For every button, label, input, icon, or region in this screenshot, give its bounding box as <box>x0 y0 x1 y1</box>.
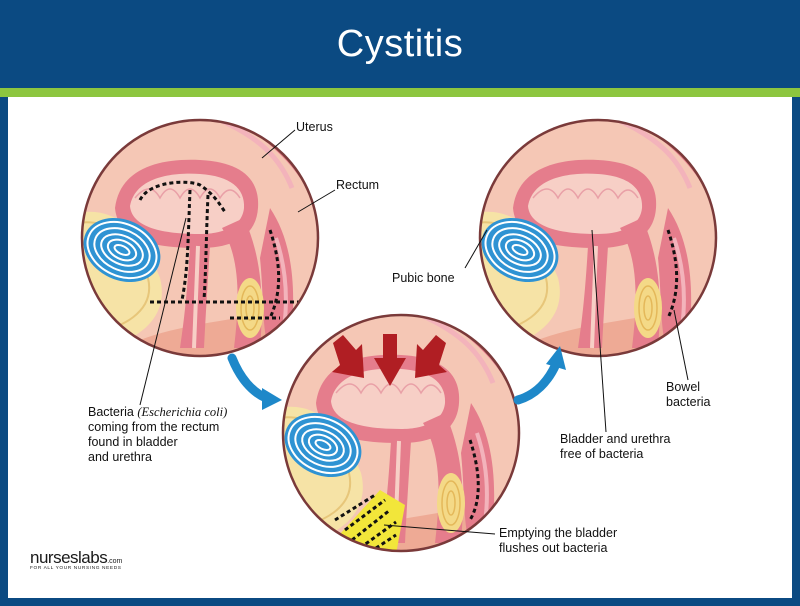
label-free-line2: free of bacteria <box>560 447 644 461</box>
pressure-arrow-right <box>415 335 447 378</box>
anatomy-circle-free <box>478 118 718 358</box>
label-pubic-bone: Pubic bone <box>392 271 455 285</box>
label-ecoli-italic: (Escherichia coli) <box>137 405 228 419</box>
label-flush-line1: Emptying the bladder <box>499 526 618 540</box>
label-bowel-bacteria: Bowel bacteria <box>666 380 710 410</box>
header-bar: Cystitis <box>0 0 800 88</box>
accent-stripe <box>0 88 800 97</box>
nurseslabs-logo: nurseslabs.com FOR ALL YOUR NURSING NEED… <box>30 548 122 571</box>
logo-name: nurseslabs <box>30 548 108 567</box>
label-bowel-line2: bacteria <box>666 395 711 409</box>
leader-lines <box>139 129 689 535</box>
flow-arrow-1-icon <box>227 353 271 403</box>
label-free-line1: Bladder and urethra <box>560 432 671 446</box>
logo-tagline: FOR ALL YOUR NURSING NEEDS <box>30 566 122 571</box>
anatomy-circle-infected <box>80 118 320 358</box>
page-title: Cystitis <box>336 22 464 65</box>
label-bacteria-line4: and urethra <box>88 450 152 464</box>
label-bowel-line1: Bowel <box>666 380 701 394</box>
label-bacteria-ecoli: Bacteria (Escherichia coli) coming from … <box>88 405 227 465</box>
label-uterus: Uterus <box>296 120 333 134</box>
label-bacteria-line3: found in bladder <box>88 435 178 449</box>
label-flush-line2: flushes out bacteria <box>499 541 608 555</box>
flow-arrow-2-icon <box>513 359 561 405</box>
label-free-of-bacteria: Bladder and urethra free of bacteria <box>560 432 671 462</box>
label-bacteria-prefix: Bacteria <box>88 405 138 419</box>
label-rectum: Rectum <box>336 178 380 192</box>
label-emptying-bladder: Emptying the bladder flushes out bacteri… <box>499 526 617 556</box>
label-bacteria-line2: coming from the rectum <box>88 420 220 434</box>
pressure-arrow-center <box>374 334 406 386</box>
logo-domain: .com <box>107 558 123 565</box>
pressure-arrow-left <box>332 335 364 378</box>
